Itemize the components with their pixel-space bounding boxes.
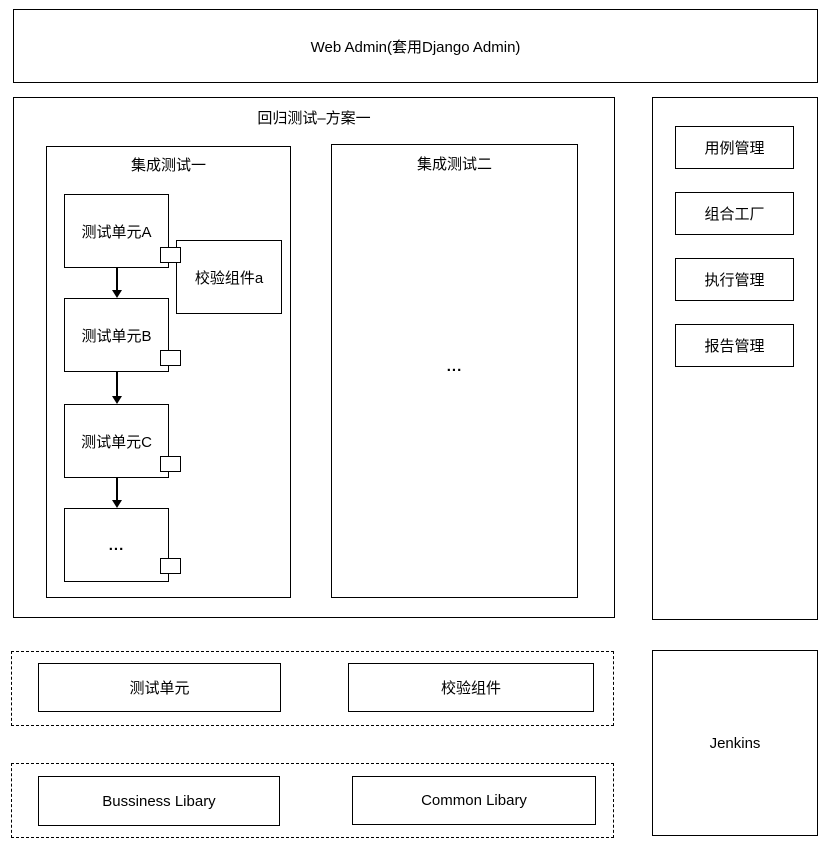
sidebar-item-composition-factory: 组合工厂 — [675, 192, 794, 235]
business-library-label: Bussiness Libary — [102, 792, 216, 810]
integration-test-2-title: 集成测试二 — [416, 156, 492, 173]
components-group: 测试单元 校验组件 — [11, 651, 614, 726]
test-unit-more-box: ... — [64, 508, 169, 582]
arrow-down-icon — [111, 268, 123, 298]
test-unit-component-box: 测试单元 — [38, 663, 281, 712]
test-unit-b-box: 测试单元B — [64, 298, 169, 372]
sidebar-item-label: 报告管理 — [704, 338, 765, 355]
web-admin-box: Web Admin(套用Django Admin) — [13, 9, 818, 83]
test-unit-c-label: 测试单元C — [81, 433, 152, 451]
arrow-down-icon — [111, 372, 123, 404]
ellipsis-placeholder: ... — [446, 358, 463, 375]
sidebar-item-report-management: 报告管理 — [675, 324, 794, 367]
test-unit-component-label: 测试单元 — [129, 680, 190, 697]
regression-test-box: 回归测试–方案一 集成测试一 测试单元A 测试单元B 测试单元C ... 校验组… — [13, 97, 615, 618]
connector-port-icon — [160, 558, 181, 574]
connector-port-icon — [160, 456, 181, 472]
integration-test-2-box: 集成测试二 ... — [331, 144, 578, 598]
test-unit-a-label: 测试单元A — [81, 223, 152, 241]
test-unit-c-box: 测试单元C — [64, 404, 169, 478]
arrow-down-icon — [111, 478, 123, 508]
validator-a-box: 校验组件a — [176, 240, 282, 314]
test-unit-more-label: ... — [108, 536, 125, 554]
common-library-box: Common Libary — [352, 776, 596, 825]
connector-port-icon — [160, 350, 181, 366]
sidebar-item-usecase-management: 用例管理 — [675, 126, 794, 169]
test-unit-a-box: 测试单元A — [64, 194, 169, 268]
connector-port-icon — [160, 247, 181, 263]
sidebar-item-label: 执行管理 — [704, 272, 765, 289]
jenkins-label: Jenkins — [709, 734, 761, 752]
sidebar-item-label: 用例管理 — [704, 140, 765, 157]
management-panel: 用例管理 组合工厂 执行管理 报告管理 — [652, 97, 818, 620]
integration-test-1-title: 集成测试一 — [130, 157, 206, 174]
integration-test-1-box: 集成测试一 测试单元A 测试单元B 测试单元C ... 校验组件a — [46, 146, 291, 598]
validator-component-box: 校验组件 — [348, 663, 594, 712]
test-unit-b-label: 测试单元B — [81, 327, 152, 345]
validator-a-label: 校验组件a — [194, 269, 264, 287]
regression-test-title: 回归测试–方案一 — [257, 110, 371, 127]
sidebar-item-execution-management: 执行管理 — [675, 258, 794, 301]
common-library-label: Common Libary — [421, 792, 527, 809]
web-admin-label: Web Admin(套用Django Admin) — [310, 38, 521, 56]
libraries-group: Bussiness Libary Common Libary — [11, 763, 614, 838]
sidebar-item-label: 组合工厂 — [704, 206, 765, 223]
business-library-box: Bussiness Libary — [38, 776, 280, 826]
jenkins-box: Jenkins — [652, 650, 818, 836]
validator-component-label: 校验组件 — [440, 680, 501, 697]
